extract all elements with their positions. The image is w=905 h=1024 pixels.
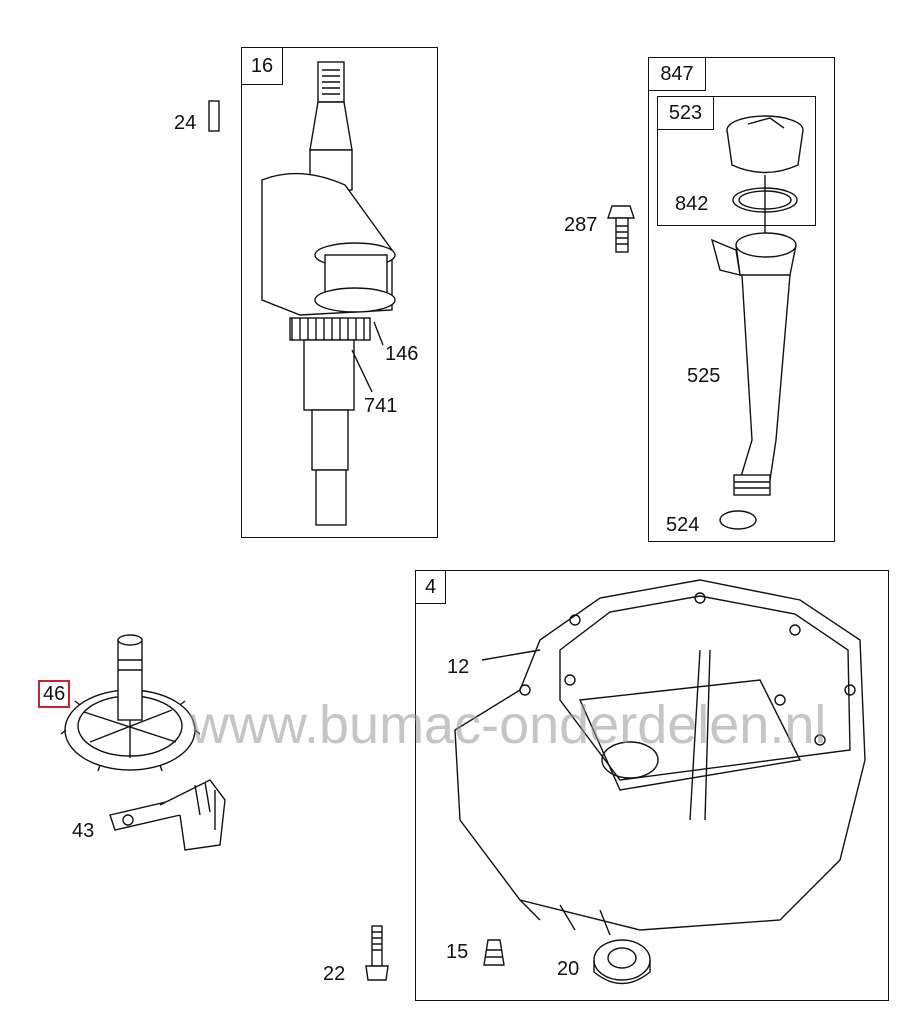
watermark: www.bumac-onderdelen.nl [190, 695, 827, 755]
group-847-label: 847 [648, 57, 706, 91]
part-label-22: 22 [323, 963, 346, 985]
group-16-frame [241, 47, 438, 538]
cam-gear-part [60, 634, 201, 772]
part-label-43: 43 [72, 820, 95, 842]
bolt-part-22 [365, 925, 389, 981]
part-label-20: 20 [557, 958, 580, 980]
part-label-741: 741 [364, 395, 398, 417]
crankshaft-part [261, 61, 396, 526]
part-label-146: 146 [385, 343, 419, 365]
group-4-frame [415, 570, 889, 1001]
part-label-287: 287 [564, 214, 598, 236]
bolt-part-287 [607, 205, 635, 253]
part-label-842: 842 [675, 193, 709, 215]
group-16-label: 16 [241, 47, 283, 85]
crankcase-part [454, 579, 866, 936]
group-523-frame [657, 96, 816, 226]
dipstick-tube-part [710, 232, 797, 530]
key-part-24 [208, 100, 220, 132]
dipstick-cap-part [726, 115, 804, 245]
part-label-12: 12 [447, 656, 470, 678]
plug-part-15 [483, 939, 505, 966]
governor-part [109, 779, 226, 851]
part-label-46-highlighted: 46 [38, 680, 71, 708]
group-4-label: 4 [415, 570, 446, 604]
part-label-15: 15 [446, 941, 469, 963]
group-523-label: 523 [657, 96, 714, 130]
part-label-524: 524 [666, 514, 700, 536]
group-847-frame [648, 57, 835, 542]
part-label-24: 24 [174, 112, 197, 134]
oil-seal-part-20 [593, 939, 651, 985]
part-label-525: 525 [687, 365, 721, 387]
